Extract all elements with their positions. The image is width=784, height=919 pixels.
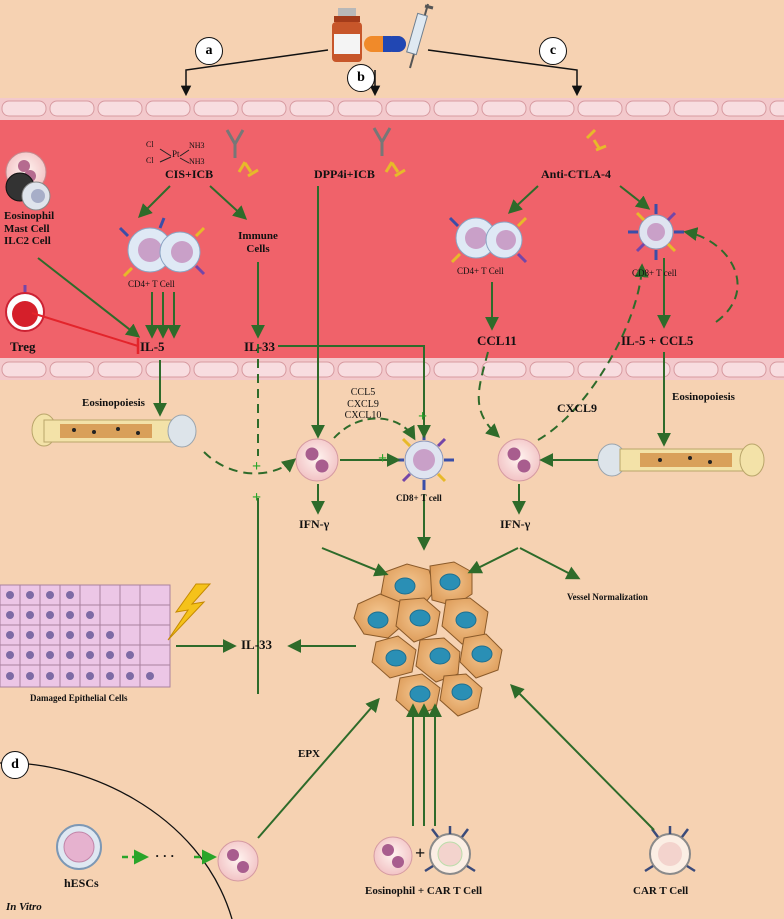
panel-d-label: d (1, 751, 29, 779)
tissue-arrows (153, 186, 671, 839)
ifng-left-label: IFN-γ (299, 517, 330, 531)
inhibit-line (31, 312, 139, 347)
cis-nh3b-label: NH3 (189, 157, 205, 166)
treg-label: Treg (10, 339, 36, 354)
vessel-normalization-label: Vessel Normalization (567, 592, 648, 602)
il5-ccl5-label: IL-5 + CCL5 (621, 333, 694, 348)
progression-dots: · · · (155, 848, 175, 863)
eosinophil-right (497, 438, 541, 482)
cis-cl1-label: Cl (146, 140, 154, 149)
car-t-label: CAR T Cell (633, 885, 689, 897)
in-vitro-boundary (0, 762, 233, 919)
cd4-tcell-cluster-right (448, 216, 528, 264)
eosinopoiesis-right-label: Eosinopoiesis (672, 391, 735, 403)
plus-sign-2: + (252, 489, 262, 506)
damaged-epithelial-label: Damaged Epithelial Cells (30, 693, 128, 703)
ifng-right-label: IFN-γ (500, 517, 531, 531)
treg-cell-icon (5, 285, 45, 332)
bone-marrow-left-icon (31, 413, 197, 448)
eosinophil-bottom (373, 836, 413, 876)
vessel-arrows (37, 185, 739, 339)
cd8-tcell-vessel (628, 204, 684, 260)
damaged-epithelium-icon (0, 584, 171, 688)
ccl11-label: CCL11 (477, 333, 517, 348)
hescs-icon (56, 824, 102, 870)
car-tcell-right (644, 826, 696, 875)
plus-sign-4: + (418, 408, 428, 425)
dpp4i-icb-label: DPP4i+ICB (314, 167, 375, 181)
plus-sign-3: + (378, 450, 388, 467)
cd8-mid-label: CD8+ T cell (396, 493, 442, 503)
cis-cl2-label: Cl (146, 156, 154, 165)
cd4-tcell-cluster-left (118, 217, 206, 278)
panel-b-label: b (347, 64, 375, 92)
syringe-icon (406, 3, 434, 69)
plus-sign-combo: + (415, 843, 426, 863)
cd8-vessel-label: CD8+ T cell (632, 268, 677, 278)
cd4-left-label: CD4+ T Cell (128, 279, 175, 289)
cisplatin-structure-icon (159, 148, 190, 164)
eosinophil-center (295, 438, 339, 482)
lightning-icon (167, 583, 212, 641)
eosinophil-car-t-label: Eosinophil + CAR T Cell (365, 885, 483, 897)
bone-marrow-right-icon (597, 443, 765, 477)
tumor-cluster (353, 561, 503, 717)
drug-vial-icon (332, 8, 362, 62)
hescs-label: hESCs (64, 876, 99, 890)
panel-a-label: a (195, 37, 223, 65)
cd4-right-label: CD4+ T Cell (457, 266, 504, 276)
il33-tissue-label: IL-33 (241, 637, 273, 652)
eosinophil-invitro (217, 840, 259, 882)
innate-cells-icon (5, 151, 51, 211)
anti-ctla4-label: Anti-CTLA-4 (541, 167, 612, 181)
in-vitro-label: In Vitro (6, 901, 42, 913)
car-tcell-bottom (424, 826, 476, 875)
cd8-tcell-mid (394, 430, 454, 490)
antibody-icon (225, 127, 607, 178)
il33-vessel-label: IL-33 (244, 339, 276, 354)
il5-label: IL-5 (140, 339, 165, 354)
eosinopoiesis-left-label: Eosinopoiesis (82, 397, 145, 409)
cis-pt-label: Pt (172, 149, 180, 159)
cis-nh3a-label: NH3 (189, 141, 205, 150)
cis-icb-label: CIS+ICB (165, 167, 214, 181)
capsule-icon (364, 36, 406, 52)
epx-label: EPX (298, 748, 320, 760)
plus-sign-1: + (252, 458, 262, 475)
top-bracket-arrows (180, 49, 583, 97)
cxcl9-label: CXCL9 (557, 401, 598, 415)
panel-c-label: c (539, 37, 567, 65)
